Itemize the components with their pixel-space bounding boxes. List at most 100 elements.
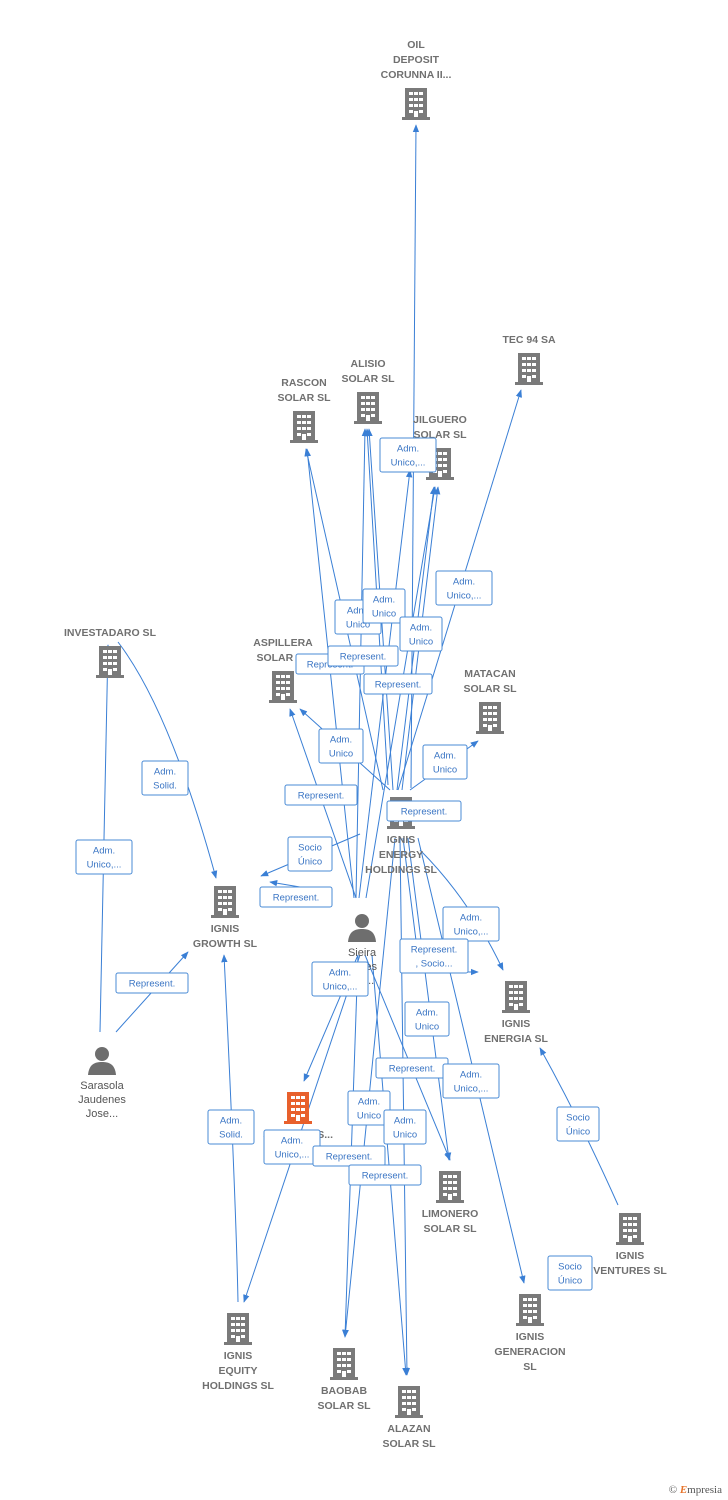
relation-box (347, 1090, 391, 1126)
relation-label-r10[interactable]: Adm.Unico (422, 744, 468, 780)
relation-box (404, 1001, 450, 1037)
relation-label-r27[interactable]: Adm.Unico,... (263, 1129, 321, 1165)
relation-label-r7[interactable]: Represent. (327, 645, 399, 667)
relation-label-r17[interactable]: Adm.Unico,... (442, 906, 500, 942)
relation-text: Adm.Unico,... (454, 1070, 489, 1095)
relation-label-r26[interactable]: Adm.Unico (383, 1109, 427, 1145)
relation-box (362, 588, 406, 624)
relation-box (556, 1106, 600, 1142)
relation-box (363, 673, 433, 695)
relation-label-r23[interactable]: Adm.Unico,... (442, 1063, 500, 1099)
relation-box (75, 839, 133, 875)
node-investadaro[interactable]: INVESTADARO SL (64, 627, 157, 678)
node-tec94[interactable]: TEC 94 SA (502, 334, 556, 385)
building-icon (616, 1213, 644, 1245)
edge-29 (99, 644, 112, 1033)
building-icon (290, 411, 318, 443)
brand-name: mpresia (687, 1484, 722, 1496)
node-label: TEC 94 SA (502, 334, 556, 346)
relation-text: Adm.Unico (409, 623, 433, 648)
relation-text: Adm.Unico,... (391, 444, 426, 469)
building-icon (330, 1348, 358, 1380)
relation-label-r24[interactable]: Adm.Solid. (207, 1109, 255, 1145)
relation-box (399, 616, 443, 652)
building-icon (284, 1092, 312, 1124)
relation-box (348, 1164, 422, 1186)
building-icon (395, 1386, 423, 1418)
relation-label-r5[interactable]: Adm.Unico (399, 616, 443, 652)
relation-box (318, 728, 364, 764)
relation-text: Adm.Solid. (153, 767, 177, 792)
copyright-symbol: © (668, 1484, 678, 1496)
relation-text: Represent. (340, 652, 386, 663)
relation-label-r2[interactable]: Adm.Unico,... (435, 570, 493, 606)
edge-27 (417, 837, 526, 1284)
relation-text: Adm.Unico,... (87, 846, 122, 871)
relation-box (207, 1109, 255, 1145)
brand-footer: © Empresia (669, 1484, 722, 1496)
building-icon (354, 392, 382, 424)
building-icon (224, 1313, 252, 1345)
relation-label-r29[interactable]: Represent. (348, 1164, 422, 1186)
relation-box (399, 938, 469, 974)
node-label: INVESTADARO SL (64, 627, 157, 639)
relation-box (422, 744, 468, 780)
relation-label-r11[interactable]: Adm.Solid. (141, 760, 189, 796)
relation-label-r28[interactable]: Represent. (312, 1145, 386, 1167)
building-icon (402, 88, 430, 120)
relation-text: Adm.Unico,... (447, 577, 482, 602)
relation-label-r4[interactable]: Adm.Unico (362, 588, 406, 624)
relation-label-r22[interactable]: Represent. (375, 1057, 449, 1079)
relation-box (284, 784, 358, 806)
relation-label-r25[interactable]: Adm.Unico (347, 1090, 391, 1126)
relation-label-r9[interactable]: Adm.Unico (318, 728, 364, 764)
relation-text: Represent. (375, 680, 421, 691)
relation-text: Adm.Unico (433, 751, 457, 776)
relation-label-r18[interactable]: Represent., Socio... (399, 938, 469, 974)
relation-text: Adm.Unico,... (454, 913, 489, 938)
building-icon (96, 646, 124, 678)
relation-label-r1[interactable]: Adm.Unico,... (379, 437, 437, 473)
relation-box (327, 645, 399, 667)
relation-label-r14[interactable]: Adm.Unico,... (75, 839, 133, 875)
relation-label-r12[interactable]: Represent. (284, 784, 358, 806)
relation-label-r8[interactable]: Represent. (363, 673, 433, 695)
relation-label-r21[interactable]: Adm.Unico (404, 1001, 450, 1037)
relation-label-r13[interactable]: Represent. (386, 800, 462, 822)
relation-label-r20[interactable]: Represent. (115, 972, 189, 994)
relation-text: Adm.Unico (346, 606, 370, 631)
relation-text: Represent. (326, 1152, 372, 1163)
edge-20 (243, 954, 361, 1303)
relation-text: Represent. (401, 807, 447, 818)
relation-label-r19[interactable]: Adm.Unico,... (311, 961, 369, 997)
relation-box (383, 1109, 427, 1145)
relation-label-r16[interactable]: Represent. (259, 886, 333, 908)
building-icon (269, 671, 297, 703)
relation-text: Adm.Unico (357, 1097, 381, 1122)
